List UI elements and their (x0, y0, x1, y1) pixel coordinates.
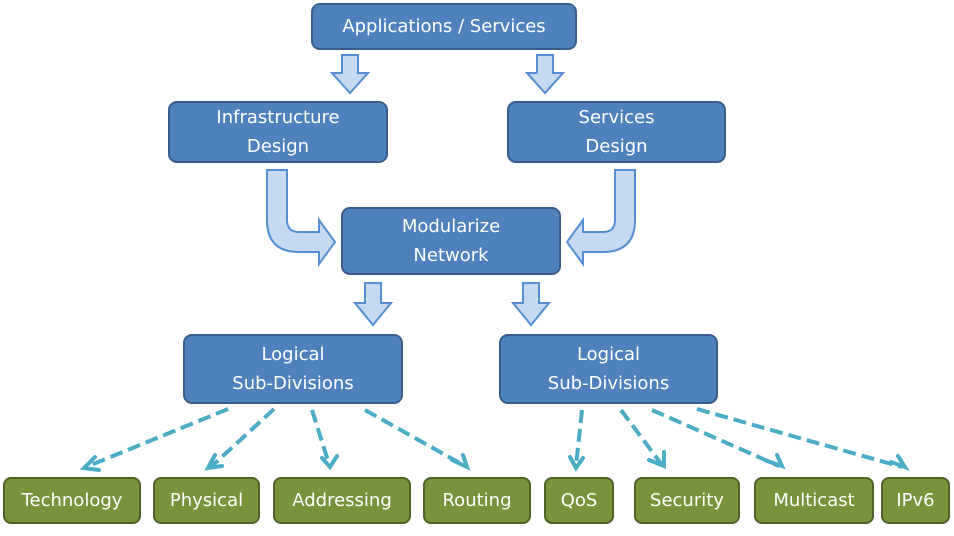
curved-block-arrow-left (565, 169, 636, 268)
leaf-label: Addressing (292, 490, 392, 511)
node-label-line2: Design (246, 136, 310, 157)
dashed-arrow-security (619, 408, 664, 467)
leaf-label: QoS (560, 490, 598, 511)
block-arrow-down (524, 54, 566, 95)
node-applications-services: Applications / Services (311, 3, 577, 50)
dashed-arrow-technology (85, 407, 229, 469)
dashed-arrow-ipv6 (696, 407, 903, 469)
leaf-qos: QoS (544, 477, 614, 524)
leaf-label: Physical (169, 490, 244, 511)
leaf-routing: Routing (423, 477, 531, 524)
node-label-line2: Sub-Divisions (547, 373, 670, 394)
node-label: Applications / Services (342, 16, 546, 37)
leaf-label: Security (650, 490, 724, 511)
curved-block-arrow-right (266, 169, 337, 268)
leaf-technology: Technology (3, 477, 141, 524)
dashed-arrow-multicast (651, 408, 780, 468)
leaf-security: Security (634, 477, 740, 524)
leaf-physical: Physical (153, 477, 260, 524)
arrowhead (568, 455, 585, 472)
node-label-line1: Services (578, 107, 655, 128)
node-label-line2: Design (585, 136, 648, 157)
leaf-label: Technology (21, 490, 123, 511)
arrowhead (765, 453, 786, 470)
block-arrow-down (510, 282, 552, 327)
block-arrow-down (329, 54, 371, 95)
node-label-line2: Network (413, 245, 489, 266)
node-label-line1: Modularize (401, 216, 501, 237)
node-label-line1: Logical (576, 344, 641, 365)
arrowhead (889, 454, 910, 471)
arrowhead (204, 453, 224, 471)
leaf-label: Multicast (773, 490, 855, 511)
leaf-multicast: Multicast (754, 477, 874, 524)
node-label-line2: Sub-Divisions (232, 373, 354, 394)
arrowhead (79, 455, 101, 472)
dashed-arrow-physical (210, 407, 276, 468)
block-arrow-down (352, 282, 394, 327)
leaf-label: IPv6 (896, 490, 935, 511)
node-label-line1: Infrastructure (216, 107, 340, 128)
arrowhead (320, 454, 339, 471)
dashed-arrow-qos (574, 409, 584, 467)
arrowhead (450, 453, 471, 471)
arrowhead (647, 450, 666, 469)
dashed-arrow-routing (364, 408, 466, 468)
leaf-ipv6: IPv6 (881, 477, 950, 524)
dashed-arrow-addressing (310, 409, 331, 465)
leaf-label: Routing (442, 490, 512, 511)
node-label-line1: Logical (261, 344, 325, 365)
leaf-addressing: Addressing (273, 477, 411, 524)
